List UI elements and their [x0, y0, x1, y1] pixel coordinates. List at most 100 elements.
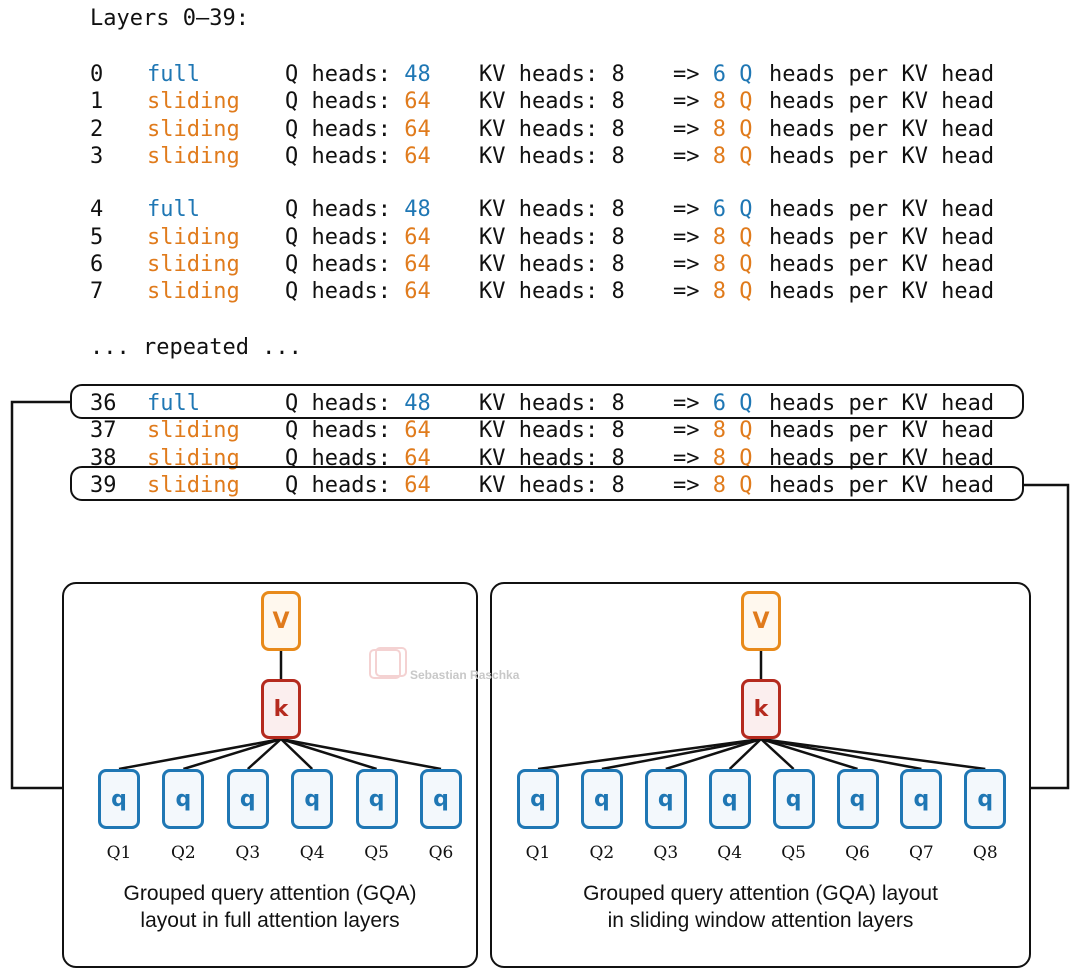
layer-index: 37 [90, 418, 117, 444]
ratio-value: 8 Q [712, 445, 753, 471]
layer-index: 3 [90, 143, 104, 169]
sliding-q-node: q [580, 769, 623, 829]
sliding-q-label: Q7 [909, 843, 934, 863]
layer-type: sliding [147, 116, 240, 142]
layer-type: sliding [147, 224, 240, 250]
layer-index: 1 [90, 89, 104, 115]
sliding-k-q-edge [728, 738, 762, 770]
sliding-caption: Grouped query attention (GQA) layout in … [490, 880, 1031, 934]
full-v-node: V [261, 591, 301, 651]
full-caption-line1: Grouped query attention (GQA) [123, 882, 417, 905]
ratio-value: 8 Q [712, 472, 753, 498]
ratio-value: 8 Q [712, 279, 753, 305]
full-q-node: q [162, 769, 205, 829]
watermark-text: Sebastian Raschka [410, 668, 520, 682]
kv-heads: KV heads: 8 [479, 89, 625, 115]
layer-type: sliding [147, 143, 240, 169]
layer-index: 2 [90, 116, 104, 142]
heads-ratio: => 8 Q [673, 116, 753, 142]
layer-index: 4 [90, 197, 104, 223]
ratio-suffix: heads per KV head [769, 279, 995, 305]
q-heads-value: 48 [404, 62, 431, 87]
sliding-caption-line2: in sliding window attention layers [607, 909, 914, 932]
sliding-k-node: k [741, 679, 781, 739]
layer-index: 0 [90, 62, 104, 87]
heads-ratio: => 8 Q [673, 279, 753, 305]
q-heads-value: 64 [404, 224, 431, 250]
full-q-node: q [291, 769, 334, 829]
layer-type: full [147, 197, 200, 223]
ratio-value: 8 Q [712, 89, 753, 115]
q-heads: Q heads: 64 [285, 251, 431, 277]
sliding-attention-panel [490, 582, 1031, 968]
heads-ratio: => 6 Q [673, 197, 753, 223]
sliding-k-q-edge [665, 737, 762, 771]
ratio-suffix: heads per KV head [769, 116, 995, 142]
heads-ratio: => 8 Q [673, 418, 753, 444]
layer-type: sliding [147, 89, 240, 115]
kv-heads: KV heads: 8 [479, 391, 625, 416]
q-heads-value: 48 [404, 197, 431, 223]
heads-ratio: => 8 Q [673, 224, 753, 250]
ratio-value: 6 Q [712, 197, 753, 223]
sliding-q-label: Q8 [972, 843, 998, 863]
ratio-value: 8 Q [712, 116, 753, 142]
full-q-label: Q4 [299, 843, 325, 863]
ratio-value: 8 Q [712, 251, 753, 277]
repeated-separator: ... repeated ... [90, 335, 302, 360]
layer-type: sliding [147, 418, 240, 444]
layers-header: Layers 0–39: [90, 6, 249, 31]
q-heads: Q heads: 48 [285, 197, 431, 223]
sliding-k-q-edge [760, 737, 986, 771]
q-heads: Q heads: 64 [285, 418, 431, 444]
q-heads-value: 64 [404, 116, 431, 142]
layer-type: full [147, 62, 200, 87]
connector-sliding [1024, 483, 1070, 790]
highlight-full-layer-box [70, 384, 1024, 419]
sliding-q-node: q [900, 769, 943, 829]
full-q-label: Q2 [171, 843, 196, 863]
full-k-q-edge [280, 737, 442, 771]
sliding-q-node: q [836, 769, 879, 829]
ratio-suffix: heads per KV head [769, 89, 995, 115]
layer-index: 6 [90, 251, 104, 277]
q-heads-value: 64 [404, 418, 431, 444]
highlight-sliding-layer-box [70, 466, 1024, 501]
q-heads: Q heads: 64 [285, 143, 431, 169]
sliding-q-node: q [772, 769, 815, 829]
sliding-q-label: Q3 [653, 843, 679, 863]
ratio-suffix: heads per KV head [769, 391, 995, 416]
kv-heads: KV heads: 8 [479, 418, 625, 444]
full-q-node: q [355, 769, 398, 829]
ratio-value: 8 Q [712, 418, 753, 444]
sliding-q-label: Q1 [525, 843, 551, 863]
full-q-node: q [226, 769, 269, 829]
full-caption-line2: layout in full attention layers [140, 909, 400, 932]
full-k-q-edge [280, 738, 314, 770]
kv-heads: KV heads: 8 [479, 116, 625, 142]
layer-type: full [147, 391, 200, 416]
q-heads: Q heads: 48 [285, 391, 431, 416]
q-heads: Q heads: 64 [285, 279, 431, 305]
full-attention-panel [62, 582, 478, 968]
sliding-k-q-edge [537, 737, 762, 771]
q-heads: Q heads: 64 [285, 89, 431, 115]
kv-heads: KV heads: 8 [479, 251, 625, 277]
full-q-label: Q1 [106, 843, 132, 863]
q-heads-value: 48 [404, 391, 431, 416]
full-k-node: k [261, 679, 301, 739]
sliding-caption-line1: Grouped query attention (GQA) layout [583, 882, 938, 905]
ratio-suffix: heads per KV head [769, 224, 995, 250]
heads-ratio: => 8 Q [673, 143, 753, 169]
layer-type: sliding [147, 251, 240, 277]
full-k-q-edge [118, 737, 282, 771]
ratio-suffix: heads per KV head [769, 418, 995, 444]
layer-type: sliding [147, 279, 240, 305]
full-q-node: q [98, 769, 140, 829]
ratio-suffix: heads per KV head [769, 143, 995, 169]
heads-ratio: => 6 Q [673, 391, 753, 416]
kv-heads: KV heads: 8 [479, 197, 625, 223]
sliding-q-node: q [964, 769, 1007, 829]
q-heads: Q heads: 48 [285, 62, 431, 87]
